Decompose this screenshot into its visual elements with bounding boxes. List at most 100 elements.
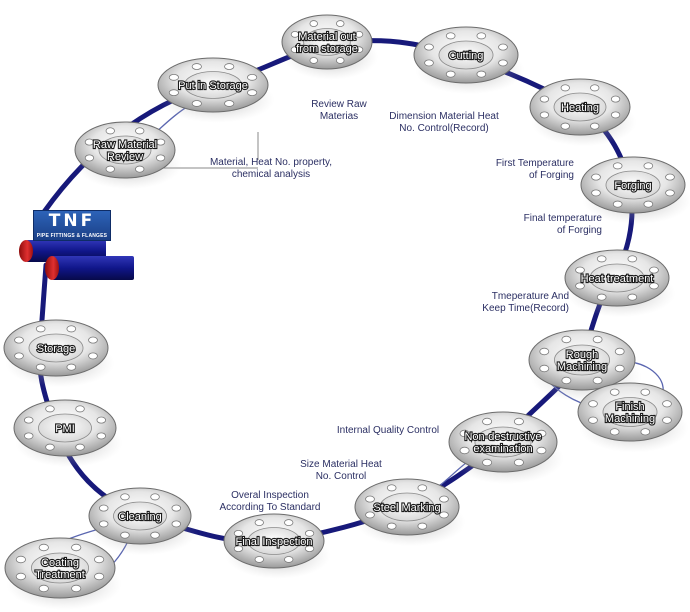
bolt-hole bbox=[284, 556, 294, 563]
logo-brand: TNF bbox=[48, 211, 96, 231]
bolt-hole bbox=[247, 73, 258, 81]
bolt-hole bbox=[536, 429, 547, 438]
bolt-hole bbox=[536, 446, 547, 455]
bolt-hole bbox=[560, 84, 570, 92]
bolt-hole bbox=[588, 416, 598, 424]
flange-bore bbox=[553, 92, 607, 122]
bolt-hole bbox=[96, 416, 107, 424]
bolt-hole bbox=[588, 400, 598, 408]
bolt-hole bbox=[336, 20, 345, 27]
bolt-hole bbox=[38, 543, 49, 552]
bolt-hole bbox=[284, 519, 294, 526]
bolt-hole bbox=[614, 364, 625, 373]
bolt-hole bbox=[15, 555, 26, 564]
flange-label-forging: Forging bbox=[614, 180, 651, 192]
bolt-hole bbox=[560, 122, 570, 130]
bolt-hole bbox=[150, 493, 160, 501]
bolt-hole bbox=[649, 266, 659, 274]
bolt-hole bbox=[609, 388, 620, 396]
flange-bore bbox=[98, 135, 152, 165]
bolt-hole bbox=[575, 282, 585, 290]
bolt-hole bbox=[304, 545, 315, 553]
bolt-hole bbox=[612, 162, 623, 170]
bolt-hole bbox=[662, 416, 672, 424]
flange-label-heat-treatment: Heat treatment bbox=[581, 273, 654, 285]
flange-label-put-in-storage: Put in Storage bbox=[178, 80, 248, 92]
flange-bore bbox=[113, 501, 167, 531]
bolt-hole bbox=[120, 493, 130, 501]
note-size-material: Size Material Heat No. Control bbox=[300, 459, 382, 482]
bolt-hole bbox=[365, 511, 375, 519]
flange-bore bbox=[28, 333, 84, 363]
flange-bore bbox=[605, 170, 661, 200]
bolt-hole bbox=[445, 70, 456, 78]
bolt-hole bbox=[23, 432, 34, 440]
flange-bore bbox=[183, 71, 242, 99]
bolt-hole bbox=[627, 293, 638, 301]
bolt-hole bbox=[575, 266, 585, 274]
bolt-hole bbox=[596, 255, 607, 263]
bolt-hole bbox=[171, 520, 182, 528]
bolt-hole bbox=[439, 495, 449, 503]
bolt-hole bbox=[290, 30, 300, 38]
bolt-hole bbox=[98, 504, 109, 512]
bolt-hole bbox=[15, 572, 26, 581]
bolt-hole bbox=[66, 325, 77, 333]
flange-node-steel-marking: Steel Marking bbox=[354, 478, 466, 547]
bolt-hole bbox=[290, 46, 300, 54]
bolt-hole bbox=[610, 111, 621, 119]
bolt-hole bbox=[171, 504, 182, 512]
bolt-hole bbox=[75, 443, 85, 451]
bolt-hole bbox=[191, 100, 202, 107]
pipe-back-end bbox=[19, 240, 33, 262]
note-internal-qc: Internal Quality Control bbox=[336, 425, 440, 436]
bolt-hole bbox=[665, 173, 675, 181]
flange-bore bbox=[602, 397, 658, 427]
bolt-hole bbox=[439, 511, 449, 519]
flange-node-forging: Forging bbox=[580, 156, 690, 225]
bolt-hole bbox=[96, 432, 107, 440]
flange-node-storage: Storage bbox=[3, 319, 115, 388]
bolt-hole bbox=[596, 293, 607, 301]
bolt-hole bbox=[135, 127, 145, 135]
flange-bore bbox=[379, 492, 435, 522]
bolt-hole bbox=[233, 529, 244, 537]
bolt-hole bbox=[609, 428, 620, 436]
flange-node-pmi: PMI bbox=[13, 399, 123, 468]
bolt-hole bbox=[482, 417, 493, 426]
flange-node-heating: Heating bbox=[529, 78, 637, 147]
bolt-hole bbox=[150, 531, 160, 539]
bolt-hole bbox=[71, 584, 82, 593]
pipe-front-end bbox=[45, 256, 59, 280]
note-final-temp: Final temperature of Forging bbox=[523, 213, 602, 236]
bolt-hole bbox=[662, 400, 672, 408]
flange-bore bbox=[303, 28, 351, 56]
bolt-hole bbox=[476, 70, 487, 78]
pipe-front bbox=[52, 256, 134, 280]
bolt-hole bbox=[354, 30, 364, 38]
bolt-hole bbox=[233, 545, 244, 553]
bolt-hole bbox=[45, 405, 55, 413]
bolt-hole bbox=[643, 200, 654, 208]
bolt-hole bbox=[610, 95, 621, 103]
bolt-hole bbox=[513, 458, 524, 467]
bolt-hole bbox=[309, 20, 318, 27]
bolt-hole bbox=[336, 57, 345, 64]
flange-label-storage: Storage bbox=[37, 343, 76, 355]
bolt-hole bbox=[561, 335, 572, 344]
bolt-hole bbox=[665, 189, 675, 197]
flange-bore bbox=[30, 552, 90, 584]
bolt-hole bbox=[84, 154, 95, 162]
bolt-hole bbox=[592, 335, 603, 344]
bolt-hole bbox=[191, 63, 202, 70]
note-keep-time: Tmeperature And Keep Time(Record) bbox=[482, 291, 569, 314]
bolt-hole bbox=[14, 336, 24, 344]
bolt-hole bbox=[498, 59, 508, 67]
flange-bore bbox=[554, 344, 610, 376]
